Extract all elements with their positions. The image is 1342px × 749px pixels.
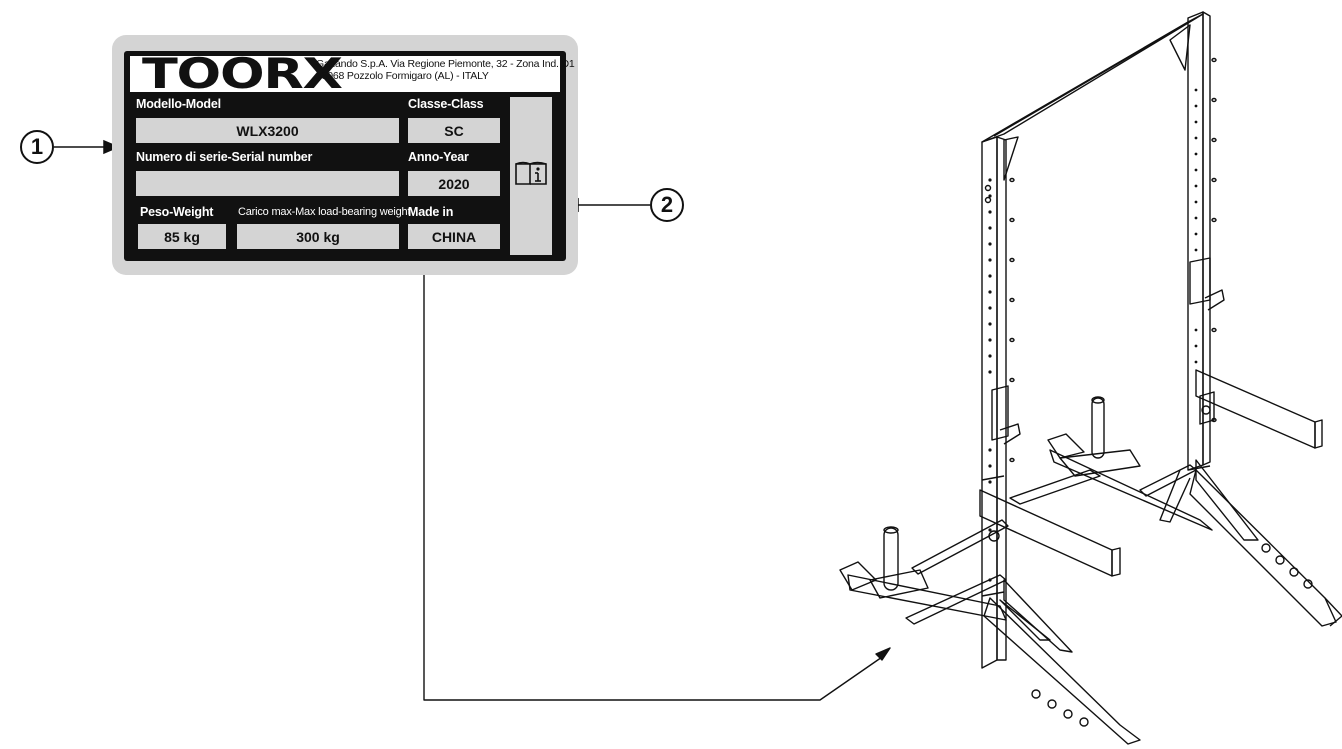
bolts bbox=[984, 184, 1313, 727]
callout-1: 1 bbox=[20, 130, 54, 164]
class-value: SC bbox=[408, 118, 500, 143]
manual-panel bbox=[510, 97, 552, 255]
leader-line bbox=[423, 275, 886, 701]
rear-holes bbox=[1194, 88, 1198, 364]
serial-value bbox=[136, 171, 399, 196]
weight-label: Peso-Weight bbox=[140, 205, 214, 219]
logo-area bbox=[130, 56, 560, 92]
company-line-1: Garlando S.p.A. Via Regione Piemonte, 32… bbox=[316, 58, 575, 70]
weight-value: 85 kg bbox=[138, 224, 226, 249]
madein-value: CHINA bbox=[408, 224, 500, 249]
book-info-icon bbox=[515, 161, 547, 185]
madein-label: Made in bbox=[408, 205, 454, 219]
brand-logo: TOORX bbox=[142, 49, 343, 98]
leader-arrowhead bbox=[875, 647, 891, 661]
model-label: Modello-Model bbox=[136, 97, 221, 111]
class-label: Classe-Class bbox=[408, 97, 484, 111]
company-address: Garlando S.p.A. Via Regione Piemonte, 32… bbox=[316, 58, 575, 82]
model-value: WLX3200 bbox=[136, 118, 399, 143]
front-holes bbox=[988, 178, 992, 582]
company-line-2: 15068 Pozzolo Formigaro (AL) - ITALY bbox=[316, 70, 489, 82]
year-label: Anno-Year bbox=[408, 150, 469, 164]
maxload-value: 300 kg bbox=[237, 224, 399, 249]
year-value: 2020 bbox=[408, 171, 500, 196]
callout-2: 2 bbox=[650, 188, 684, 222]
serial-label: Numero di serie-Serial number bbox=[136, 150, 313, 164]
maxload-label: Carico max-Max load-bearing weight bbox=[238, 206, 411, 218]
